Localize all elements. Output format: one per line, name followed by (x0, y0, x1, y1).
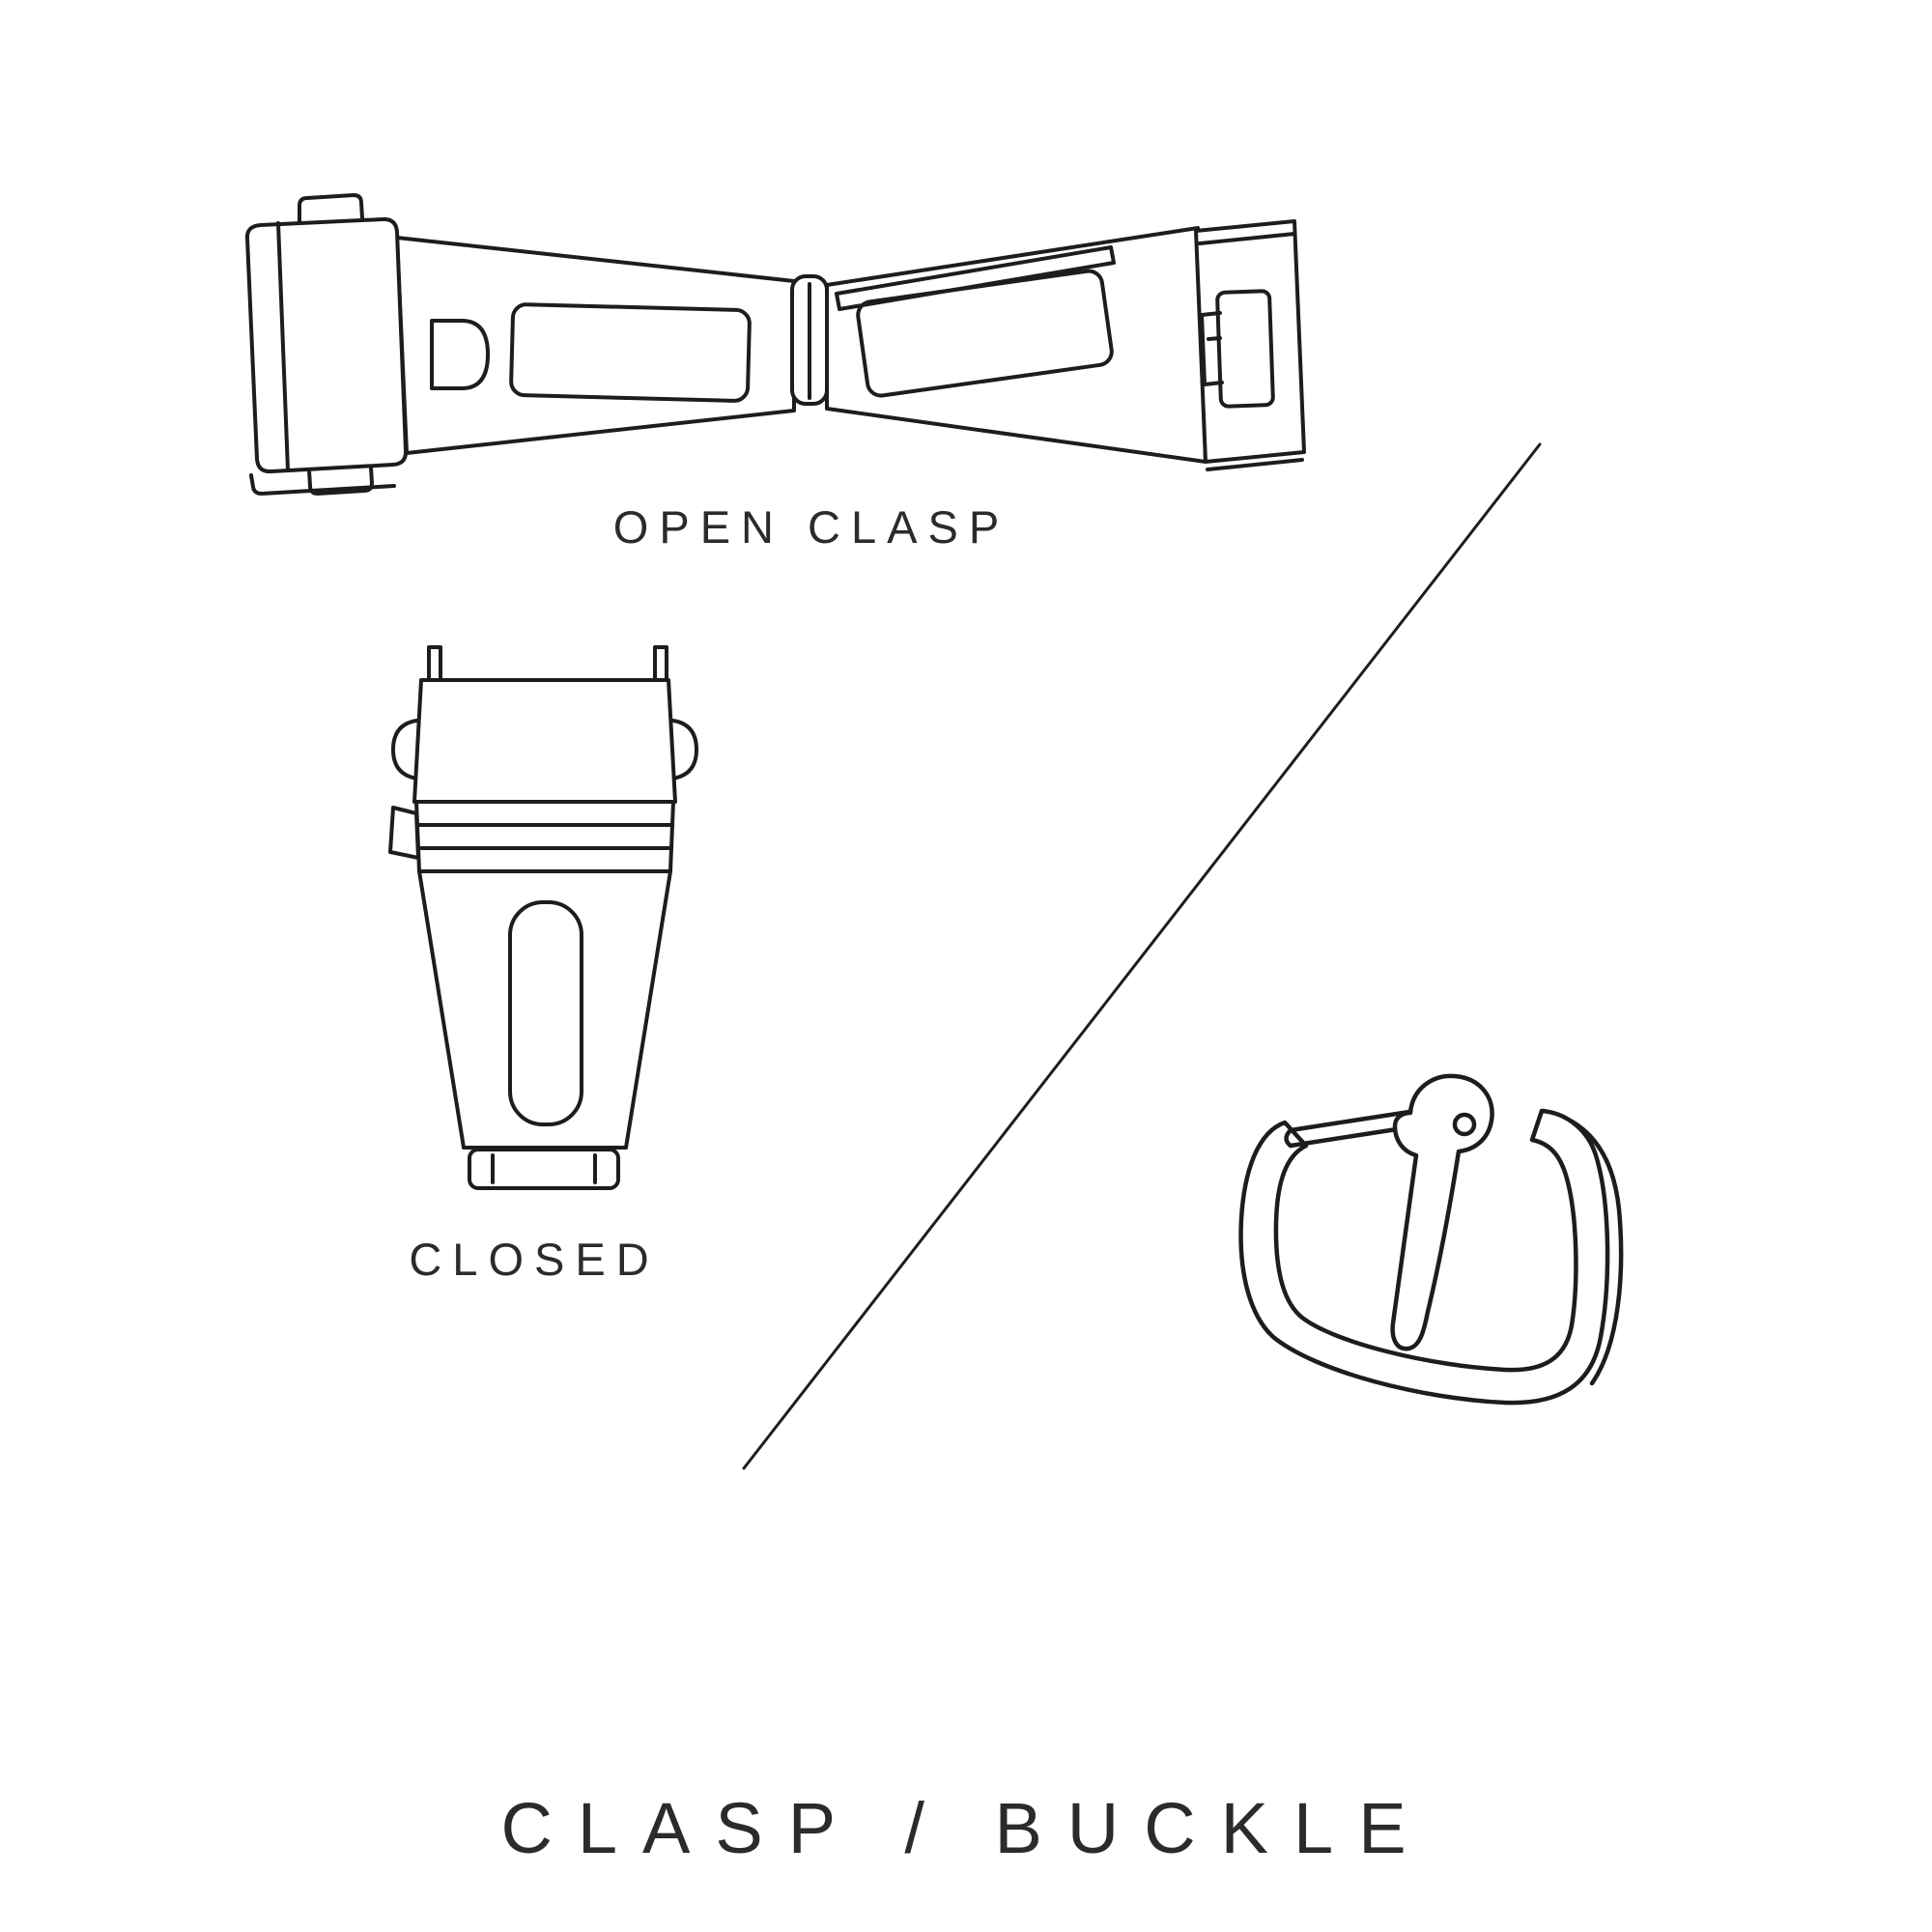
closed-clasp-illustration-icon (388, 645, 698, 1190)
open-clasp-illustration-icon (244, 193, 1306, 496)
closed-clasp-side-clip (388, 806, 420, 860)
buckle-tongue-coil-ring (1452, 1112, 1477, 1137)
open-clasp-left-edge-detail (249, 473, 396, 496)
closed-clasp-left-tab (391, 719, 419, 781)
closed-clasp-label: CLOSED (409, 1234, 660, 1285)
page-title: CLASP / BUCKLE (500, 1788, 1432, 1868)
closed-clasp-right-tab (670, 719, 698, 781)
diagonal-divider-line (742, 442, 1542, 1470)
closed-clasp-left-prong (427, 645, 442, 684)
diagonal-divider (742, 442, 1542, 1470)
open-clasp-end-frame-hook-tick (1207, 336, 1222, 341)
open-clasp-right-edge-detail (1206, 458, 1304, 471)
open-clasp-label: OPEN CLASP (612, 501, 1010, 553)
closed-clasp-right-prong (653, 645, 668, 684)
tang-buckle-illustration-icon (1238, 1073, 1624, 1406)
open-clasp-end-frame-top-line (1198, 232, 1296, 245)
open-clasp-right-top-strip (835, 245, 1116, 311)
open-clasp-left-top-tab (298, 193, 364, 223)
open-clasp-left-block (244, 216, 409, 474)
open-clasp-end-frame-hook (1200, 311, 1224, 386)
open-clasp-end-frame (1194, 219, 1306, 464)
open-clasp-end-frame-slot (1215, 289, 1275, 409)
buckle-pin-bar-end-cap (1284, 1127, 1293, 1149)
open-clasp-left-block-fold-line (276, 221, 290, 472)
open-clasp-right-panel (856, 269, 1114, 398)
open-clasp-release-notch (430, 319, 490, 390)
closed-clasp-body-panel (508, 900, 583, 1126)
closed-clasp-band (414, 800, 675, 873)
open-clasp-left-panel (509, 302, 752, 403)
closed-clasp-bottom-bar (468, 1148, 620, 1190)
buckle-frame (1238, 1108, 1610, 1406)
closed-clasp-top-box (412, 678, 677, 804)
closed-clasp-body (417, 869, 672, 1150)
buckle-tongue (1390, 1073, 1494, 1351)
open-clasp-left-bottom-tab (307, 466, 374, 496)
